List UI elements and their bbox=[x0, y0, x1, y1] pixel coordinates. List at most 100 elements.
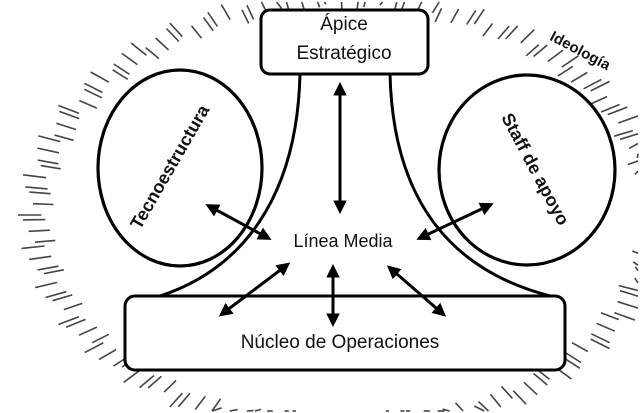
aura-ray bbox=[65, 318, 86, 328]
strategic-apex-box bbox=[259, 8, 430, 76]
operating-core-label: Núcleo de Operaciones bbox=[241, 332, 440, 353]
aura-ray bbox=[434, 8, 443, 23]
aura-ray bbox=[194, 395, 206, 410]
aura-ray bbox=[123, 369, 141, 384]
aura-ray bbox=[520, 29, 535, 44]
aura-ray bbox=[79, 99, 98, 109]
aura-ray bbox=[246, 4, 255, 20]
aura-ray bbox=[254, 408, 262, 412]
aura-ray bbox=[600, 103, 620, 113]
aura-ray bbox=[84, 342, 104, 354]
aura-ray bbox=[497, 25, 510, 40]
aura-ray bbox=[505, 25, 519, 40]
aura-ray bbox=[54, 134, 74, 142]
aura-ray bbox=[84, 82, 103, 94]
aura-ray bbox=[29, 191, 51, 195]
aura-ray bbox=[634, 277, 639, 284]
aura-ray bbox=[482, 23, 494, 37]
aura-ray bbox=[614, 311, 636, 321]
aura-ray bbox=[78, 326, 98, 336]
aura-ray bbox=[547, 49, 564, 63]
aura-ray bbox=[169, 22, 183, 38]
aura-ray bbox=[90, 71, 110, 83]
aura-ray bbox=[636, 153, 639, 159]
aura-ray bbox=[589, 95, 608, 106]
aura-ray bbox=[571, 342, 589, 353]
aura-ray bbox=[38, 135, 61, 143]
aura-ray bbox=[466, 9, 477, 25]
aura-ray bbox=[619, 289, 639, 297]
aura-ray bbox=[112, 69, 129, 80]
aura-ray bbox=[450, 8, 460, 24]
aura-ray bbox=[561, 55, 579, 68]
aura-ray bbox=[21, 245, 45, 250]
aura-ray bbox=[37, 159, 59, 165]
aura-ray bbox=[477, 401, 490, 412]
aura-ray bbox=[190, 25, 203, 39]
aura-ray bbox=[229, 408, 238, 412]
aura-ray bbox=[590, 80, 610, 92]
ideology-aura-rays bbox=[18, 1, 639, 412]
aura-ray bbox=[442, 408, 450, 412]
aura-ray bbox=[590, 338, 610, 350]
aura-ray bbox=[22, 174, 47, 179]
aura-ray bbox=[523, 381, 538, 396]
aura-ray bbox=[583, 78, 602, 90]
aura-ray bbox=[512, 390, 527, 405]
aura-ray bbox=[145, 46, 160, 60]
aura-ray bbox=[627, 160, 639, 166]
middle-line-label: Línea Media bbox=[293, 231, 393, 251]
aura-ray bbox=[37, 147, 60, 154]
aura-ray bbox=[607, 106, 628, 116]
aura-ray bbox=[533, 44, 548, 58]
aura-ray bbox=[634, 266, 639, 272]
aura-ray bbox=[32, 202, 54, 206]
aura-ray bbox=[113, 63, 130, 75]
aura-ray bbox=[525, 44, 540, 57]
aura-ray bbox=[43, 269, 64, 275]
aura-ray bbox=[363, 1, 366, 8]
aura-ray bbox=[28, 229, 50, 233]
aura-ray bbox=[533, 372, 548, 386]
aura-ray bbox=[557, 65, 574, 77]
aura-ray bbox=[177, 392, 191, 408]
aura-ray bbox=[147, 375, 162, 389]
aura-ray bbox=[163, 379, 177, 393]
aura-ray bbox=[212, 407, 222, 412]
aura-ray bbox=[220, 4, 231, 21]
strategic-apex-label-line1: Ápice bbox=[320, 14, 368, 35]
aura-ray bbox=[473, 405, 485, 412]
aura-ray bbox=[91, 333, 110, 344]
aura-ray bbox=[473, 8, 485, 25]
aura-ray bbox=[25, 186, 48, 190]
arrow-middle-support-staff bbox=[416, 202, 494, 241]
aura-ray bbox=[98, 348, 117, 361]
aura-ray bbox=[58, 315, 80, 326]
aura-ray bbox=[316, 1, 321, 8]
aura-ray bbox=[590, 333, 611, 344]
aura-ray bbox=[431, 1, 440, 14]
aura-ray bbox=[489, 393, 502, 408]
aura-ray bbox=[52, 294, 73, 302]
aura-ray bbox=[500, 385, 513, 399]
aura-ray bbox=[619, 133, 639, 141]
aura-ray bbox=[207, 11, 219, 27]
aura-ray bbox=[379, 1, 384, 6]
aura-ray bbox=[58, 104, 80, 115]
aura-ray bbox=[40, 164, 61, 170]
aura-ray bbox=[155, 37, 170, 51]
aura-ray bbox=[600, 312, 620, 321]
aura-ray bbox=[37, 265, 59, 271]
aura-ray bbox=[63, 302, 83, 311]
aura-ray bbox=[356, 1, 359, 10]
aura-ray bbox=[596, 322, 616, 332]
aura-ray bbox=[45, 290, 67, 299]
ideology-label: Ideología bbox=[547, 28, 614, 74]
aura-ray bbox=[241, 9, 250, 24]
aura-ray bbox=[276, 1, 283, 9]
aura-ray bbox=[83, 88, 103, 99]
aura-ray bbox=[169, 392, 183, 408]
aura-ray bbox=[632, 250, 639, 255]
